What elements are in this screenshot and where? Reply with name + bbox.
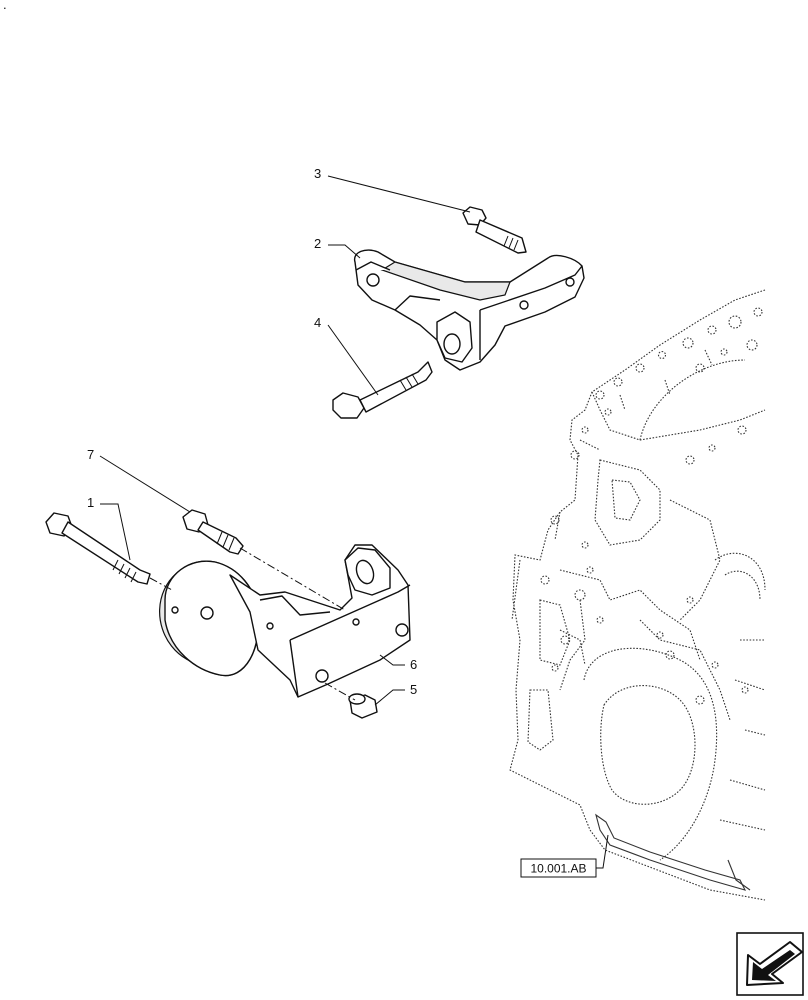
leader-line-7	[99, 455, 191, 513]
leader-line-4	[327, 324, 379, 396]
callout-4: 4	[314, 315, 321, 330]
reference-box[interactable]: 10.001.AB	[520, 858, 597, 878]
alignment-line-7	[239, 547, 346, 611]
leader-line-6	[379, 654, 405, 666]
part-7-bolt	[182, 509, 244, 555]
leader-line-5	[374, 689, 405, 706]
reference-box-label[interactable]: 10.001.AB	[530, 862, 586, 876]
part-1-bolt	[45, 512, 151, 585]
engine-block-outline	[509, 289, 766, 901]
callout-1: 1	[87, 495, 94, 510]
part-6-housing	[159, 544, 411, 698]
part-4-bolt	[332, 361, 433, 419]
callout-2: 2	[314, 236, 321, 251]
alignment-line-5	[324, 682, 356, 701]
leader-line-ref	[596, 834, 609, 869]
part-2-bracket	[353, 249, 585, 371]
leader-line-1	[100, 503, 131, 561]
leader-line-3	[327, 175, 471, 213]
arrow-navigation-icon[interactable]	[736, 932, 804, 996]
callout-6: 6	[410, 657, 417, 672]
leader-line-2	[328, 244, 361, 259]
callout-3: 3	[314, 166, 321, 181]
corner-mark: .	[3, 0, 7, 12]
part-3-bolt	[462, 206, 527, 254]
callout-5: 5	[410, 682, 417, 697]
part-5-bushing	[348, 693, 378, 719]
alignment-line-1	[149, 577, 173, 591]
callout-7: 7	[87, 447, 94, 462]
